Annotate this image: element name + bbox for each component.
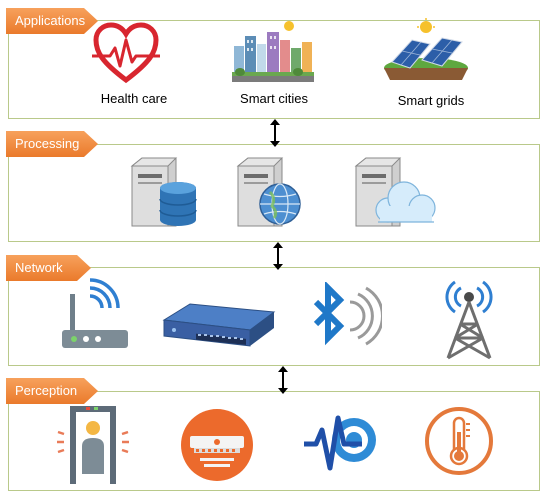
heart-pulse-icon — [92, 22, 160, 84]
solar-panel-icon — [384, 18, 468, 80]
city-skyline-icon — [232, 21, 314, 82]
cloud-server-icon — [354, 157, 436, 227]
thermometer-icon — [425, 407, 493, 475]
bluetooth-icon — [313, 282, 382, 346]
perception-tag: Perception — [6, 378, 98, 404]
smart-cities-label: Smart cities — [240, 91, 308, 106]
wifi-router-icon — [62, 278, 128, 348]
double-arrow-icon — [273, 242, 283, 270]
double-arrow-icon — [278, 366, 288, 394]
vibration-sensor-icon — [304, 415, 376, 471]
applications-tag: Applications — [6, 8, 98, 34]
cell-tower-icon — [445, 280, 493, 360]
network-tag: Network — [6, 255, 91, 281]
body-scanner-icon — [57, 406, 129, 484]
processing-tag: Processing — [6, 131, 98, 157]
network-switch-icon — [162, 303, 276, 347]
health-care-label: Health care — [100, 91, 168, 106]
double-arrow-icon — [270, 119, 280, 147]
smoke-detector-icon — [181, 409, 253, 481]
database-server-icon — [130, 157, 197, 227]
smart-grids-label: Smart grids — [397, 93, 465, 108]
web-server-icon — [236, 157, 301, 227]
